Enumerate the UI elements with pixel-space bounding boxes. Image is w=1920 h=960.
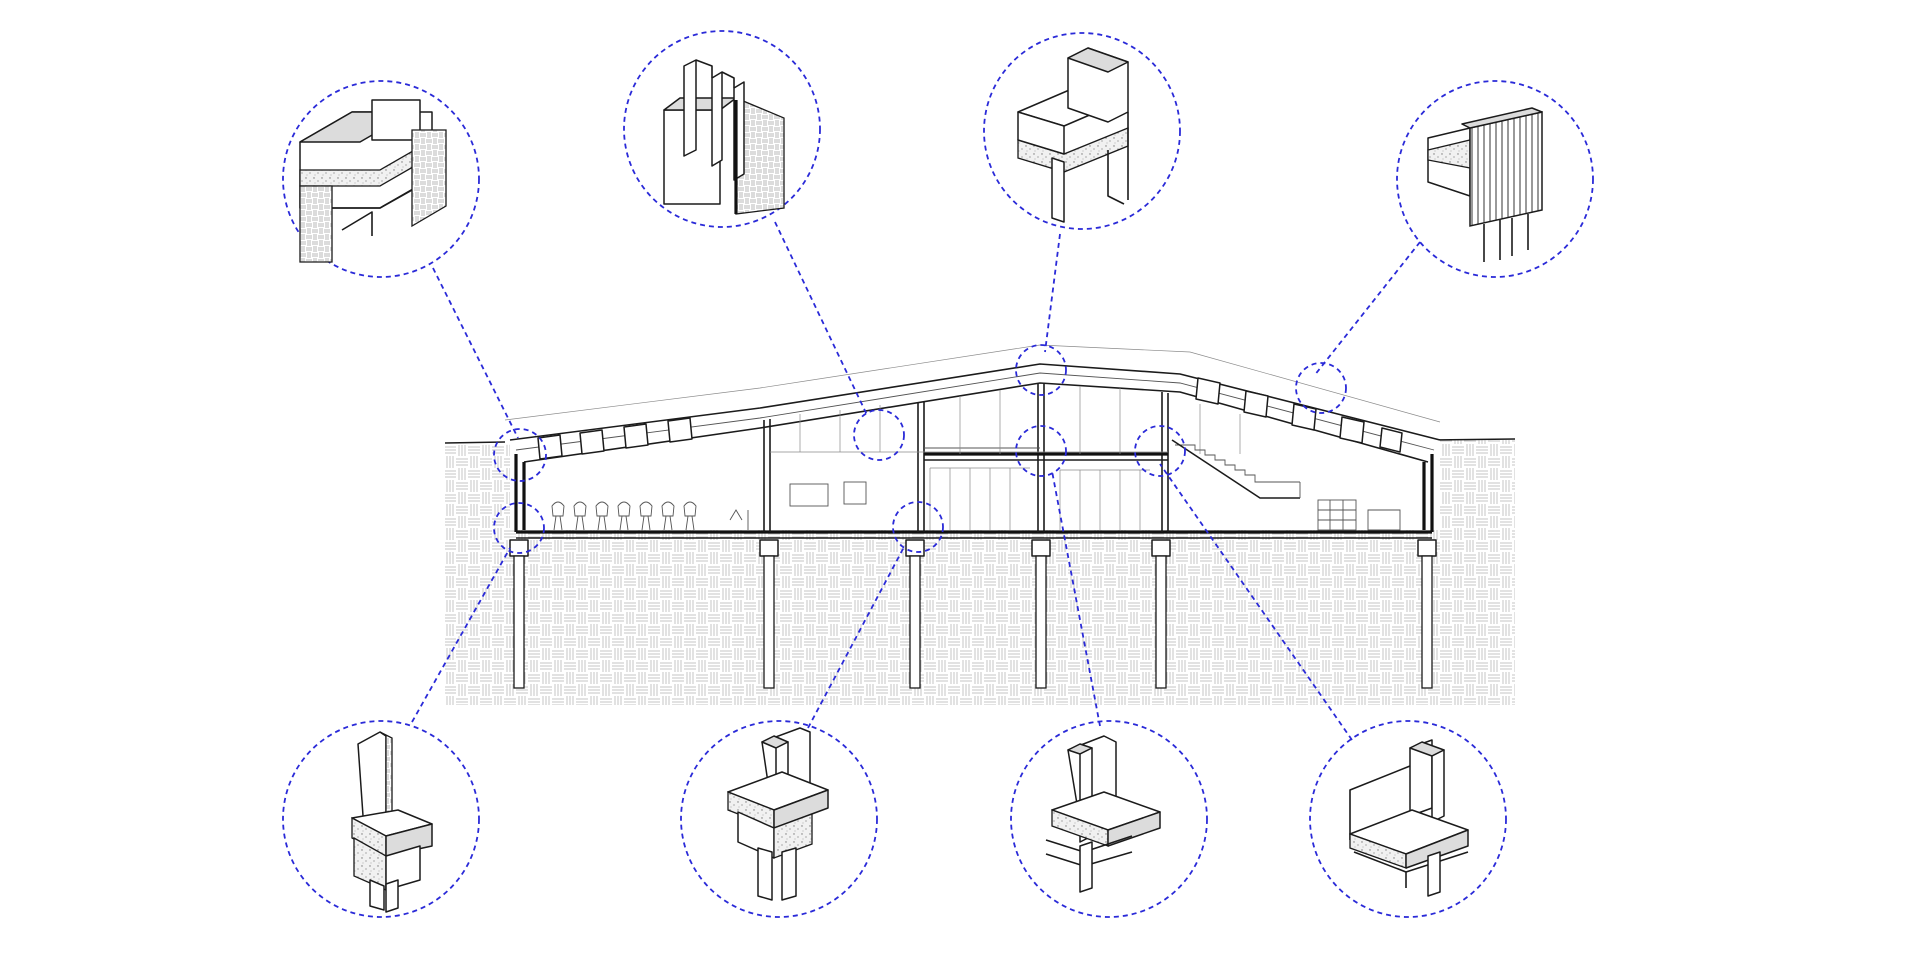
- roof-panels: [537, 377, 1403, 460]
- auditorium-chairs: [551, 501, 697, 531]
- detail-bubble-ridge[interactable]: [983, 32, 1181, 230]
- detail-bubble-stair[interactable]: [1309, 720, 1507, 918]
- floor-wall-detail-drawing: [1045, 735, 1161, 893]
- detail-bubble-eave[interactable]: [282, 80, 480, 278]
- eave-detail-drawing: [299, 99, 447, 263]
- window-detail-drawing: [663, 59, 785, 215]
- ridge-detail-drawing: [1017, 47, 1129, 223]
- detail-bubble-cladding[interactable]: [1396, 80, 1594, 278]
- roof-outline: [504, 344, 1441, 423]
- interior-walls: [763, 384, 1169, 532]
- foundation-piles: [509, 539, 1437, 689]
- section-callout-rings: [493, 344, 1347, 554]
- left-exterior-wall: [514, 454, 526, 532]
- upper-glazing: [770, 386, 1241, 454]
- detail-bubble-wall-footing[interactable]: [282, 720, 480, 918]
- detail-bubble-window[interactable]: [623, 30, 821, 228]
- right-exterior-wall: [1422, 454, 1434, 532]
- shelves: [1317, 499, 1401, 531]
- callout-leaders: [411, 221, 1421, 741]
- stair: [1171, 439, 1301, 499]
- wall-footing-detail-drawing: [351, 731, 433, 913]
- detail-bubble-slab-piles[interactable]: [680, 720, 878, 918]
- slab-piles-detail-drawing: [727, 727, 829, 901]
- detail-bubble-floor-wall[interactable]: [1010, 720, 1208, 918]
- storage-doors: [929, 467, 1150, 530]
- cladding-detail-drawing: [1427, 107, 1543, 262]
- ground-line: [444, 438, 1516, 444]
- stair-detail-drawing: [1349, 739, 1469, 897]
- building-section: [444, 344, 1516, 705]
- wall-boards: [729, 481, 867, 530]
